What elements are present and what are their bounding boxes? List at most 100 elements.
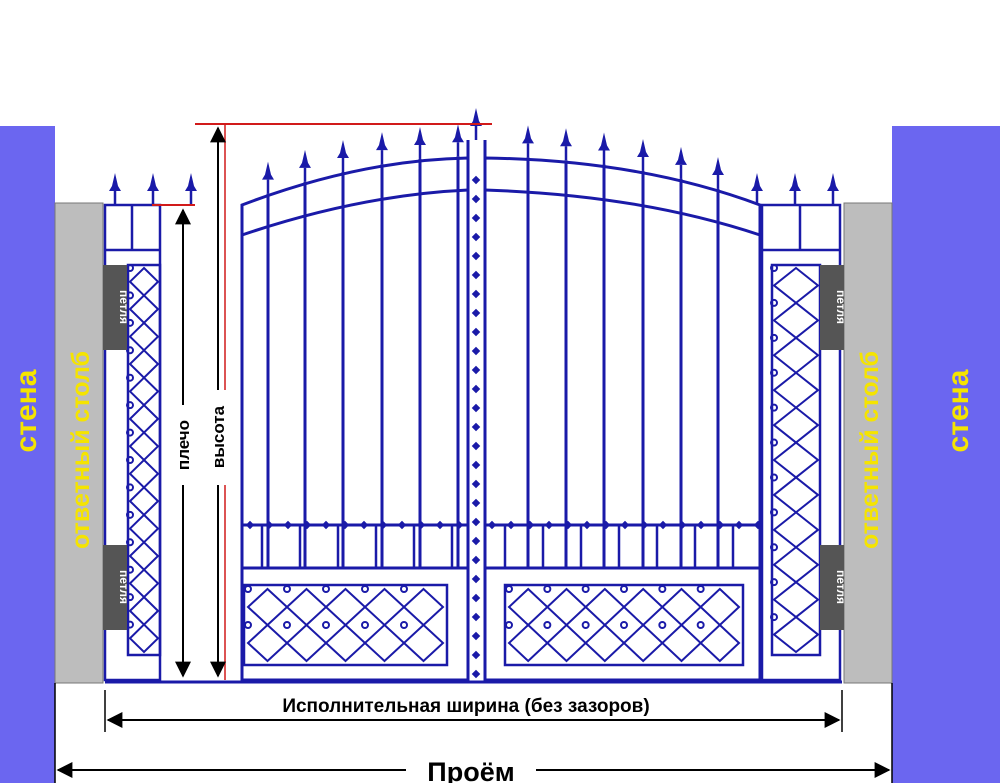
rivet — [471, 289, 481, 299]
lattice-knot — [770, 578, 778, 587]
lattice-diamond — [402, 623, 445, 663]
rivet — [471, 251, 481, 261]
lattice-knot — [126, 373, 134, 382]
lattice-knot — [770, 298, 778, 307]
lattice-knot — [505, 585, 513, 593]
lattice-knot — [770, 508, 778, 517]
rivet — [340, 520, 350, 530]
finial-icon — [145, 171, 161, 207]
lattice-diamond — [285, 587, 328, 627]
lattice-diamond — [128, 431, 160, 462]
rivet — [471, 555, 481, 565]
lattice-knot — [770, 264, 778, 272]
wall-right — [892, 126, 1000, 783]
lattice-knot — [620, 621, 628, 629]
lattice-knot — [581, 621, 590, 629]
lattice-diamond — [772, 615, 820, 654]
lattice-diamond — [545, 587, 588, 627]
lattice-diamond — [246, 587, 289, 627]
rivet — [471, 422, 481, 432]
finial-icon — [297, 148, 313, 184]
height-label: высота — [209, 405, 228, 468]
rivet — [264, 520, 274, 530]
hinge-right-top-label: петля — [834, 290, 848, 324]
rivet — [471, 460, 481, 470]
lattice-knot — [126, 510, 134, 519]
lattice-diamond — [660, 587, 703, 627]
lattice-knot — [543, 621, 552, 629]
rivet — [471, 270, 481, 280]
rivet — [471, 327, 481, 337]
lattice-knot — [696, 621, 705, 629]
finial-icon — [374, 130, 390, 166]
rivet — [471, 498, 481, 508]
lattice-knot — [505, 621, 513, 629]
wall-right-label: стена — [942, 369, 975, 452]
lattice-diamond — [772, 441, 820, 479]
lattice-knot — [543, 585, 552, 593]
lattice-diamond — [128, 403, 160, 434]
lattice-diamond — [128, 321, 160, 352]
lattice-diamond — [772, 476, 820, 514]
lattice-knot — [770, 543, 778, 552]
rivet — [582, 520, 592, 530]
rivet — [471, 536, 481, 546]
rivet — [471, 194, 481, 204]
lattice-diamond — [128, 513, 160, 544]
finial-icon — [450, 123, 466, 158]
lattice-knot — [126, 620, 134, 629]
rivet — [471, 650, 481, 660]
rivet — [471, 365, 481, 375]
lattice-diamond — [772, 301, 820, 340]
gate-vertical-bars — [260, 156, 735, 568]
finial-icon — [558, 126, 574, 162]
lattice-knot — [126, 401, 134, 410]
rivet — [696, 520, 706, 530]
lattice-diamond — [622, 623, 664, 663]
rivet — [397, 520, 407, 530]
lattice-knot — [696, 585, 705, 593]
rivet — [471, 403, 481, 413]
opening-label: Проём — [427, 757, 514, 783]
lattice-diamond — [285, 623, 328, 663]
finial-icon — [260, 160, 276, 195]
lattice-knot — [283, 585, 291, 593]
lattice-diamond — [128, 348, 160, 380]
rivet — [471, 346, 481, 356]
lattice-diamond — [545, 623, 588, 663]
lattice-knot — [126, 456, 134, 464]
rivet — [471, 384, 481, 394]
lattice-diamond — [507, 623, 549, 663]
rivet — [525, 520, 535, 530]
lattice-diamond — [128, 376, 160, 407]
lattice-knot — [244, 621, 252, 629]
lattice-diamond — [128, 623, 160, 654]
rivet — [506, 520, 516, 530]
lattice-knot — [361, 621, 369, 629]
lattice-diamond — [660, 623, 703, 663]
hinge-right-bottom-label: петля — [834, 570, 848, 604]
hinge-left-bottom: петля — [103, 545, 131, 630]
lattice-diamond — [128, 458, 160, 489]
finial-icon — [107, 171, 123, 207]
post-right-label: ответный столб — [856, 351, 884, 549]
lattice-knot — [322, 585, 330, 593]
lattice-diamond — [622, 587, 664, 627]
lattice-diamond — [402, 587, 445, 627]
rivet — [359, 520, 369, 530]
lattice-knot — [770, 368, 778, 377]
finial-icon — [710, 155, 726, 191]
rivet — [321, 520, 331, 530]
hinge-right-bottom: петля — [820, 545, 848, 630]
lattice-diamond — [363, 623, 406, 663]
lattice-knot — [658, 585, 667, 593]
shoulder-label: плечо — [174, 420, 193, 470]
hinge-left-top: петля — [103, 265, 131, 350]
lattice-diamond — [128, 568, 160, 599]
lattice-knot — [770, 403, 778, 412]
post-right — [843, 202, 893, 684]
lattice-right — [770, 264, 820, 654]
lattice-left — [126, 264, 160, 654]
side-panel-right — [760, 203, 842, 682]
